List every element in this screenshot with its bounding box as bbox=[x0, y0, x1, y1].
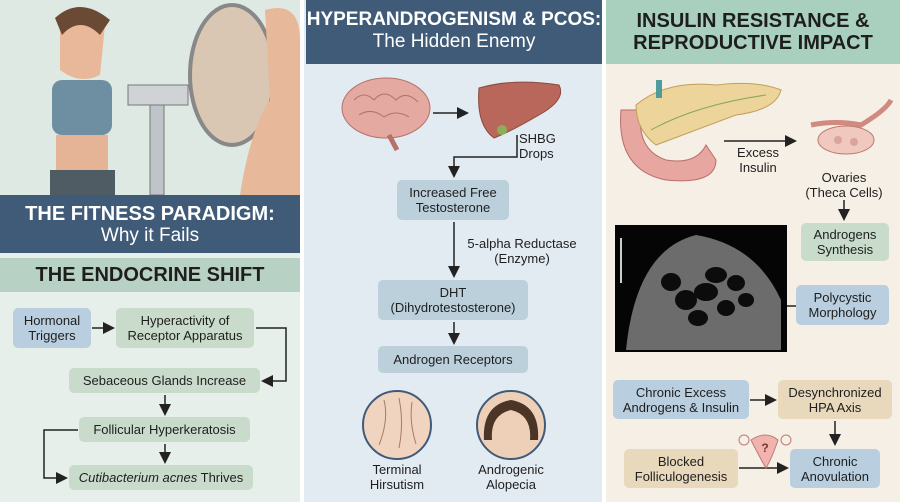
alopecia-label: Androgenic Alopecia bbox=[478, 462, 544, 492]
brain-icon bbox=[341, 77, 431, 152]
sebaceous-box: Sebaceous Glands Increase bbox=[69, 368, 260, 393]
ovary-icon bbox=[810, 98, 894, 155]
dht-box: DHT (Dihydrotestosterone) bbox=[378, 280, 528, 320]
woman-mirror-illustration bbox=[50, 3, 300, 196]
hyper-subtitle: The Hidden Enemy bbox=[372, 31, 536, 52]
hpa-axis-box: Desynchronized HPA Axis bbox=[778, 380, 892, 419]
ovaries-label: Ovaries (Theca Cells) bbox=[805, 170, 883, 200]
hirsutism-image-icon bbox=[362, 390, 432, 460]
fitness-subtitle: Why it Fails bbox=[100, 225, 200, 246]
insulin-title: INSULIN RESISTANCE & REPRODUCTIVE IMPACT bbox=[606, 0, 900, 64]
follicular-box: Follicular Hyperkeratosis bbox=[79, 417, 250, 442]
insulin-column: INSULIN RESISTANCE & REPRODUCTIVE IMPACT… bbox=[606, 0, 900, 502]
fitness-illustration bbox=[0, 0, 300, 196]
hyperandrogenism-column: HYPERANDROGENISM & PCOS: The Hidden Enem… bbox=[302, 0, 604, 502]
hirsutism-label: Terminal Hirsutism bbox=[369, 462, 425, 492]
hyper-title: HYPERANDROGENISM & PCOS: bbox=[306, 9, 602, 30]
liver-icon bbox=[478, 81, 562, 139]
chronic-excess-box: Chronic Excess Androgens & Insulin bbox=[613, 380, 749, 419]
pancreas-icon bbox=[620, 80, 782, 182]
free-testosterone-box: Increased Free Testosterone bbox=[397, 180, 509, 220]
uterus-question-mark: ? bbox=[761, 441, 768, 455]
fitness-column: THE FITNESS PARADIGM: Why it Fails THE E… bbox=[0, 0, 300, 502]
endocrine-arrows bbox=[43, 322, 287, 484]
hyper-diagram bbox=[341, 77, 562, 460]
hyperactivity-box: Hyperactivity of Receptor Apparatus bbox=[116, 308, 254, 348]
alopecia-image-icon bbox=[476, 390, 546, 460]
blocked-folliculogenesis-box: Blocked Folliculogenesis bbox=[624, 449, 738, 488]
polycystic-box: Polycystic Morphology bbox=[796, 285, 889, 325]
androgens-synthesis-box: Androgens Synthesis bbox=[801, 223, 889, 261]
hyper-banner: HYPERANDROGENISM & PCOS: The Hidden Enem… bbox=[306, 0, 602, 64]
cutibacterium-name: Cutibacterium acnes bbox=[78, 470, 198, 485]
fitness-banner: THE FITNESS PARADIGM: Why it Fails bbox=[0, 195, 300, 253]
cutibacterium-box: Cutibacterium acnes Thrives bbox=[69, 465, 253, 490]
androgen-receptors-box: Androgen Receptors bbox=[378, 346, 528, 373]
shbg-label: SHBG Drops bbox=[519, 131, 556, 161]
uterus-icon bbox=[738, 434, 792, 469]
chronic-anovulation-box: Chronic Anovulation bbox=[790, 449, 880, 488]
excess-insulin-label: Excess Insulin bbox=[737, 145, 779, 175]
endocrine-title: THE ENDOCRINE SHIFT bbox=[0, 258, 300, 292]
insulin-diagram: ? bbox=[615, 80, 894, 474]
cutibacterium-rest: Thrives bbox=[197, 470, 244, 485]
ultrasound-image bbox=[615, 225, 787, 352]
fitness-title: THE FITNESS PARADIGM: bbox=[25, 203, 275, 225]
enzyme-label: 5-alpha Reductase (Enzyme) bbox=[467, 236, 577, 266]
hormonal-triggers-box: Hormonal Triggers bbox=[13, 308, 91, 348]
